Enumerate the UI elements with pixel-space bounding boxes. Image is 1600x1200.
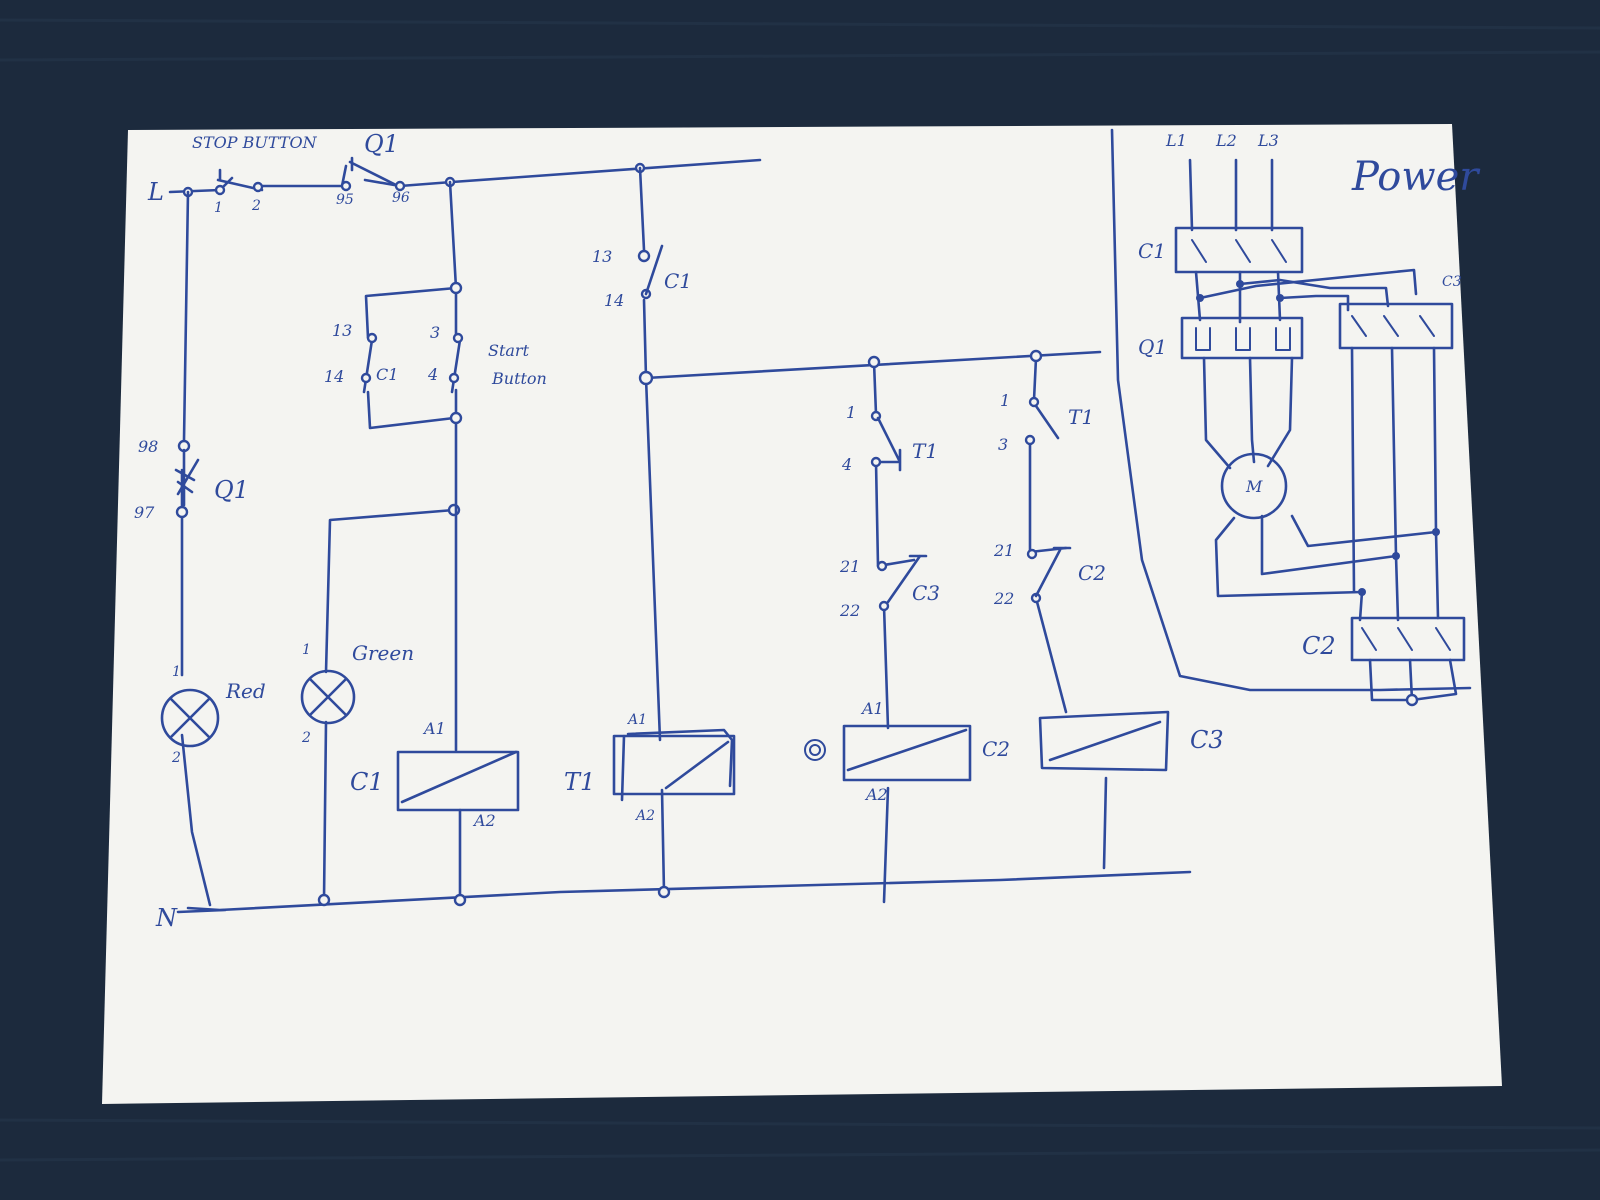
motor-terminals <box>1214 514 1438 598</box>
power-circuit <box>1110 128 1472 707</box>
label-T1-no-3: 3 <box>998 435 1008 454</box>
label-C3-nc: C3 <box>912 581 940 605</box>
label-C3-coil: C3 <box>1190 726 1224 754</box>
green-lamp <box>300 669 356 725</box>
label-L: L <box>147 178 164 206</box>
label-T1-coil-A2: A2 <box>634 808 655 824</box>
label-t97: 97 <box>134 503 155 522</box>
label-C3-nc-22: 22 <box>839 601 860 620</box>
N-rail <box>186 870 1192 912</box>
C2-star-point <box>1368 658 1458 702</box>
label-L3: L3 <box>1257 131 1279 150</box>
label-C1-coil: C1 <box>350 768 384 796</box>
Q1-nc-contact <box>348 156 400 188</box>
label-C2-coil-A2: A2 <box>864 785 888 804</box>
red-lamp-branch <box>180 190 212 907</box>
C2-coil <box>842 724 972 782</box>
T1-no-contact <box>1034 404 1060 440</box>
C2-feed <box>1358 530 1440 622</box>
label-C2-nc-21: 21 <box>993 541 1014 560</box>
label-C2-nc: C2 <box>1078 561 1106 585</box>
label-N: N <box>155 904 178 932</box>
label-red-lamp: Red <box>225 679 266 703</box>
label-t3-start: 3 <box>430 323 440 342</box>
C2-coil-mark <box>804 739 826 761</box>
label-green-lamp: Green <box>352 641 414 665</box>
red-lamp <box>160 688 220 748</box>
label-C2-coil-A1: A1 <box>860 699 884 718</box>
label-C2-coil: C2 <box>982 737 1010 761</box>
label-T1-no: T1 <box>1068 405 1094 429</box>
label-C1-coil-A1: A1 <box>422 719 446 738</box>
motor <box>1220 452 1288 520</box>
label-power-Q1: Q1 <box>1138 335 1167 359</box>
T1-coil <box>612 728 736 802</box>
Q1-overload-contact <box>174 448 200 507</box>
C3-contactor <box>1338 302 1454 350</box>
label-C1-holding: C1 <box>376 365 398 384</box>
L-rail <box>168 158 762 194</box>
labels: L N STOP BUTTON Q1 1 2 95 96 13 14 C1 3 … <box>134 130 1481 932</box>
label-T1-nc-4: 4 <box>841 455 852 474</box>
C2-nc-contact <box>1034 546 1072 598</box>
label-T1-no-1: 1 <box>1000 391 1010 410</box>
C1-coil-branch <box>364 180 462 902</box>
wood-grain <box>0 18 1600 1162</box>
label-Q1-top: Q1 <box>364 130 399 158</box>
label-power-title: Power <box>1351 154 1481 200</box>
label-t4-start: 4 <box>427 365 438 384</box>
label-t2: 2 <box>251 198 261 214</box>
C3-out-lines <box>1350 346 1438 594</box>
label-T1-nc-1: 1 <box>846 403 856 422</box>
label-t96: 96 <box>392 190 410 206</box>
label-t13-holding: 13 <box>332 321 352 340</box>
label-t14-C1: 14 <box>604 291 624 310</box>
label-T1-coil-A1: A1 <box>626 712 647 728</box>
label-power-C1: C1 <box>1138 239 1166 263</box>
label-L2: L2 <box>1215 131 1237 150</box>
label-t13-C1: 13 <box>592 247 612 266</box>
label-C3-nc-21: 21 <box>839 557 860 576</box>
Q1-overload <box>1180 316 1304 360</box>
N-hook <box>176 908 227 914</box>
label-green-t1: 1 <box>302 642 311 658</box>
label-Q1-overload: Q1 <box>214 476 249 504</box>
C1-no-contact <box>644 244 664 296</box>
label-t1: 1 <box>214 200 223 216</box>
label-T1-nc: T1 <box>912 439 938 463</box>
label-T1-coil: T1 <box>564 768 595 796</box>
label-C1-coil-A2: A2 <box>472 811 496 830</box>
green-lamp-branch <box>322 508 456 902</box>
label-red-t2: 2 <box>171 750 181 766</box>
supply-lines <box>1188 158 1274 232</box>
C3-nc-contact <box>886 554 928 604</box>
label-t14-holding: 14 <box>324 367 344 386</box>
label-start-button-1: Start <box>488 341 530 360</box>
label-t95: 95 <box>336 192 354 208</box>
label-motor: M <box>1245 477 1263 496</box>
C2-contactor <box>1350 616 1466 662</box>
C3-coil-branch <box>1028 356 1108 870</box>
C3-coil <box>1038 710 1170 772</box>
label-power-C3: C3 <box>1442 274 1462 290</box>
label-C2-nc-22: 22 <box>993 589 1014 608</box>
paper-sheet <box>102 124 1502 1104</box>
control-circuit <box>160 156 1192 914</box>
C1-holding-contact <box>362 338 374 394</box>
label-L1: L1 <box>1165 131 1187 150</box>
label-green-t2: 2 <box>301 730 311 746</box>
power-divider <box>1110 128 1472 692</box>
T1-nc-contact <box>876 416 902 472</box>
label-t98: 98 <box>138 437 158 456</box>
label-stop-button: STOP BUTTON <box>192 133 318 152</box>
start-button-contact <box>450 338 462 394</box>
label-power-C2: C2 <box>1302 632 1336 660</box>
label-C1-contact: C1 <box>664 269 692 293</box>
label-red-t1: 1 <box>172 664 181 680</box>
C1-coil <box>396 750 520 812</box>
label-start-button-2: Button <box>491 369 547 388</box>
